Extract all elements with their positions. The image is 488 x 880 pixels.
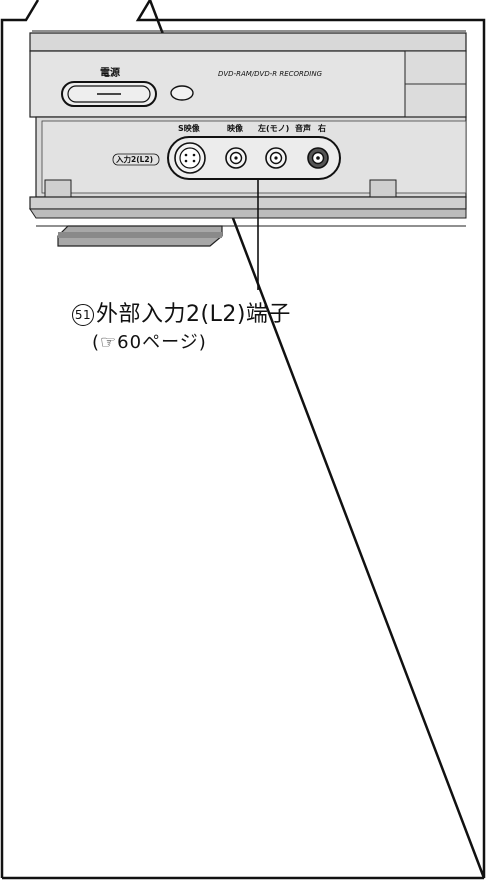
- video-jack[interactable]: [225, 147, 247, 169]
- audio-label: 音声: [295, 123, 311, 133]
- s-video-label: S映像: [178, 123, 201, 133]
- jack-panel: [167, 136, 341, 180]
- video-label: 映像: [227, 123, 244, 133]
- callout-reference: (☞60ページ): [92, 332, 207, 353]
- indicator-light: [170, 85, 194, 101]
- brand-text: DVD-RAM/DVD-R RECORDING: [218, 70, 323, 78]
- power-label: 電源: [100, 66, 120, 79]
- audio-right-jack[interactable]: [307, 147, 329, 169]
- audio-right-label: 右: [317, 123, 326, 133]
- callout-number-badge: 51: [72, 304, 94, 326]
- audio-left-label: 左(モノ): [257, 123, 289, 133]
- recorder-body: [29, 30, 467, 247]
- s-video-jack[interactable]: [174, 142, 206, 174]
- input-label: 入力2(L2): [115, 154, 153, 164]
- audio-left-jack[interactable]: [265, 147, 287, 169]
- callout-title-text: 外部入力2(L2)端子: [96, 302, 291, 327]
